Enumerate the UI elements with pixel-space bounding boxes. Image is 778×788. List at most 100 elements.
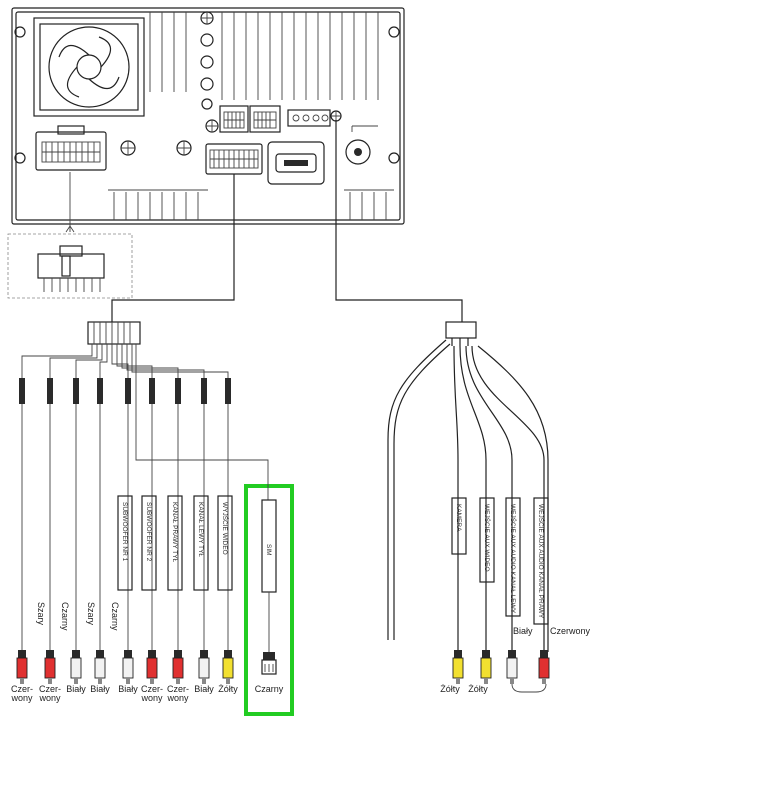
right-side-label: Biały bbox=[513, 626, 533, 636]
cooling-fan bbox=[33, 17, 145, 117]
multi-pin-connectors bbox=[219, 105, 331, 133]
plug-collar bbox=[454, 650, 462, 658]
wire-ferrule bbox=[149, 378, 155, 404]
plug-color-label: Biały bbox=[90, 684, 110, 694]
right-rca-plug[interactable] bbox=[506, 650, 518, 684]
sim-socket-group[interactable]: SIM Czarny bbox=[244, 470, 294, 716]
left-rca-plug[interactable]: Biały bbox=[118, 650, 138, 694]
antenna-socket bbox=[345, 125, 378, 165]
left-channel-tube: KANAŁ PRAWY TYŁ bbox=[167, 495, 183, 591]
tube-body bbox=[479, 497, 495, 583]
wire-ferrule bbox=[97, 378, 103, 404]
plug-collar bbox=[96, 650, 104, 658]
wire-side-label: Czarny bbox=[60, 602, 70, 631]
plug-body bbox=[146, 657, 158, 679]
wire-ferrule bbox=[225, 378, 231, 404]
wire-side-label: Szary bbox=[86, 602, 96, 626]
plug-collar bbox=[72, 650, 80, 658]
wire-side-label: Szary bbox=[36, 602, 46, 626]
sim-label: SIM bbox=[265, 544, 272, 556]
left-rca-plug[interactable]: Biały bbox=[66, 650, 86, 694]
plug-pin bbox=[74, 678, 78, 684]
left-wire bbox=[116, 344, 153, 652]
wire-side-label: Czarny bbox=[110, 602, 120, 631]
sim-color-label: Czarny bbox=[255, 684, 284, 694]
plug-pin bbox=[510, 678, 514, 684]
right-rca-plug[interactable]: Żółty bbox=[440, 650, 464, 694]
plug-pin bbox=[202, 678, 206, 684]
plug-collar bbox=[18, 650, 26, 658]
plug-color-label: Biały bbox=[118, 684, 138, 694]
main-harness-socket bbox=[205, 143, 263, 175]
plug-pin bbox=[484, 678, 488, 684]
main-cable-left bbox=[111, 174, 235, 322]
plug-color-label: Żółty bbox=[468, 684, 488, 694]
plug-body bbox=[538, 657, 550, 679]
plug-body bbox=[44, 657, 56, 679]
tube-body bbox=[217, 495, 233, 591]
left-rca-plug[interactable]: Czer-wony bbox=[166, 650, 189, 703]
left-rca-plug[interactable]: Czer-wony bbox=[10, 650, 33, 703]
plug-body bbox=[198, 657, 210, 679]
hdmi-socket bbox=[267, 141, 325, 185]
plug-body bbox=[172, 657, 184, 679]
wire-ferrule bbox=[73, 378, 79, 404]
plug-color-label: Biały bbox=[194, 684, 214, 694]
left-wire-side-labels: Szary Czarny Szary Czarny bbox=[36, 602, 120, 631]
right-rca-plug[interactable] bbox=[538, 650, 550, 684]
main-cable-right bbox=[335, 120, 463, 322]
right-side-label: Czerwony bbox=[550, 626, 591, 636]
right-wires bbox=[453, 345, 549, 652]
left-rca-plug[interactable]: Biały bbox=[90, 650, 110, 694]
left-channel-tube: WYJŚCIE WIDEO bbox=[217, 495, 233, 591]
iso-plug bbox=[7, 172, 133, 299]
plug-color-label: Żółty bbox=[440, 684, 460, 694]
tube-body bbox=[505, 497, 521, 617]
plug-body bbox=[16, 657, 28, 679]
center-screws bbox=[120, 11, 342, 156]
right-rca-plugs: Żółty Żółty bbox=[440, 650, 550, 694]
plug-color-label: Biały bbox=[66, 684, 86, 694]
left-wire bbox=[99, 344, 108, 652]
plug-collar bbox=[200, 650, 208, 658]
left-rca-plug[interactable]: Czer-wony bbox=[140, 650, 163, 703]
plug-color-label: Czer- bbox=[11, 684, 33, 694]
right-wire bbox=[471, 345, 545, 652]
tube-label: WYJŚCIE WIDEO bbox=[221, 502, 230, 555]
tube-label: KAMERA bbox=[455, 504, 462, 532]
plug-pin bbox=[20, 678, 24, 684]
plug-color-label: Czer- bbox=[39, 684, 61, 694]
wire-ferrule bbox=[201, 378, 207, 404]
right-channel-tube: WEJŚCIE AUX AUDIO KANAŁ PRAWY bbox=[533, 497, 549, 625]
plug-pin bbox=[542, 678, 546, 684]
plug-pin bbox=[98, 678, 102, 684]
plug-body bbox=[480, 657, 492, 679]
plug-color-label: Żółty bbox=[218, 684, 238, 694]
left-channel-tube: SUBWOOFER NR 1 bbox=[117, 495, 133, 591]
tube-label: KANAŁ PRAWY TYŁ bbox=[171, 502, 178, 563]
right-rca-plug[interactable]: Żółty bbox=[468, 650, 492, 694]
plug-color-label-line2: wony bbox=[38, 693, 61, 703]
sim-highlight-box bbox=[244, 484, 294, 716]
left-wire bbox=[111, 344, 129, 652]
plug-pin bbox=[176, 678, 180, 684]
plug-pin bbox=[150, 678, 154, 684]
left-rca-plug[interactable]: Biały bbox=[194, 650, 214, 694]
left-rca-plug[interactable]: Czer-wony bbox=[38, 650, 61, 703]
plug-collar bbox=[508, 650, 516, 658]
tube-body bbox=[451, 497, 467, 555]
wire-ferrule bbox=[47, 378, 53, 404]
plug-body bbox=[222, 657, 234, 679]
left-rca-plug[interactable]: Żółty bbox=[218, 650, 238, 694]
plug-collar bbox=[148, 650, 156, 658]
right-wire bbox=[453, 345, 459, 652]
plug-body bbox=[70, 657, 82, 679]
mounting-studs bbox=[14, 26, 400, 164]
plug-color-label-line2: wony bbox=[10, 693, 33, 703]
